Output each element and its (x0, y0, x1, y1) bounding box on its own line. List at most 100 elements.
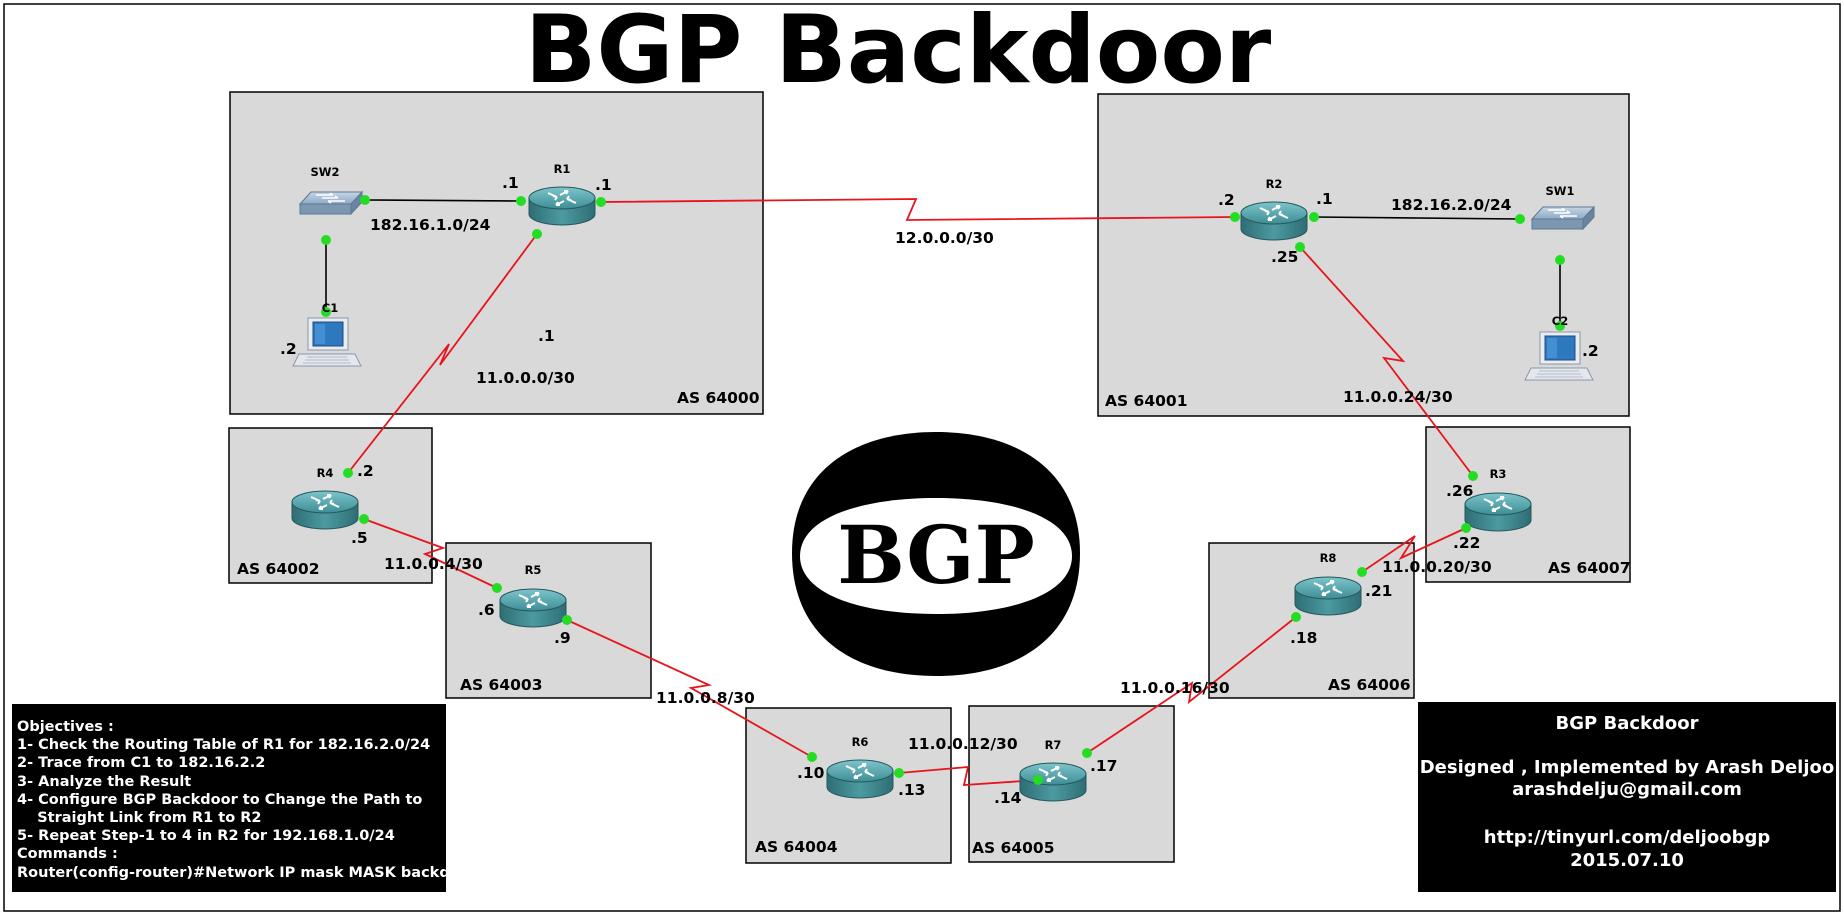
objective-item: 2- Trace from C1 to 182.16.2.2 (17, 755, 266, 772)
port (1033, 775, 1043, 785)
network-label: 11.0.0.8/30 (656, 689, 755, 707)
router-r6-icon[interactable] (826, 759, 894, 799)
port (894, 768, 904, 778)
network-label: 182.16.2.0/24 (1391, 196, 1512, 214)
info-date: 2015.07.10 (1570, 850, 1684, 871)
port (562, 615, 572, 625)
objectives-panel: Objectives : 1- Check the Routing Table … (12, 704, 477, 892)
info-title: BGP Backdoor (1555, 713, 1699, 734)
switch-sw1-icon[interactable] (1531, 206, 1595, 230)
interface-label: .10 (797, 764, 825, 782)
interface-label: .9 (554, 629, 571, 647)
interface-label: .5 (351, 529, 368, 547)
router-r3-icon[interactable] (1464, 492, 1532, 532)
link-r6-r7 (898, 765, 1039, 786)
port (1555, 255, 1565, 265)
as-label: AS 64001 (1105, 392, 1187, 410)
bgp-logo-text: BGP (837, 508, 1035, 602)
interface-label: .6 (478, 601, 495, 619)
router-r5-icon[interactable] (499, 588, 567, 628)
port (1515, 214, 1525, 224)
area-as64006 (1208, 542, 1415, 699)
link-r2-sw1 (1313, 216, 1521, 220)
router-r2-icon[interactable] (1240, 201, 1308, 241)
port (1555, 321, 1565, 331)
interface-label: .1 (502, 174, 519, 192)
objective-item: 4- Configure BGP Backdoor to Change the … (17, 791, 423, 808)
port (807, 752, 817, 762)
interface-label: .22 (1453, 534, 1480, 552)
info-url[interactable]: http://tinyurl.com/deljoobgp (1483, 827, 1771, 848)
info-email: arashdelju@gmail.com (1512, 779, 1742, 800)
link-r1-r2 (600, 198, 1236, 221)
interface-label: .2 (280, 340, 297, 358)
port (596, 197, 606, 207)
network-label: 11.0.0.16/30 (1120, 679, 1230, 697)
command-text: Router(config-router)#Network IP mask MA… (17, 864, 477, 881)
router-r4-icon[interactable] (291, 490, 359, 530)
network-label: 11.0.0.24/30 (1343, 388, 1453, 406)
interface-label: .2 (1218, 191, 1235, 209)
device-label: R3 (1490, 467, 1507, 481)
port (1468, 471, 1478, 481)
interface-label: .17 (1090, 757, 1117, 775)
interface-label: .1 (1316, 190, 1333, 208)
as-label: AS 64006 (1328, 676, 1410, 694)
as-label: AS 64002 (237, 560, 319, 578)
link-r8-r3 (1361, 527, 1467, 573)
link-r1-r4 (347, 233, 538, 474)
objectives-heading: Objectives : (17, 719, 114, 735)
network-label: 11.0.0.0/30 (476, 369, 575, 387)
device-label: SW2 (311, 165, 340, 179)
port (516, 196, 526, 206)
page-title: BGP Backdoor (525, 0, 1272, 105)
port (1291, 612, 1301, 622)
port (321, 307, 331, 317)
bgp-logo: BGP (792, 432, 1080, 676)
link-r4-r5 (363, 518, 498, 589)
router-r7-icon[interactable] (1019, 762, 1087, 802)
network-label: 12.0.0.0/30 (895, 229, 994, 247)
switch-sw2-icon[interactable] (299, 191, 363, 215)
interface-label: .14 (994, 789, 1022, 807)
port (1309, 212, 1319, 222)
link-r7-r8 (1086, 616, 1297, 754)
interface-label: .18 (1290, 629, 1317, 647)
port (1295, 242, 1305, 252)
interface-label: .26 (1446, 482, 1473, 500)
interface-label: .25 (1271, 248, 1298, 266)
port (1230, 212, 1240, 222)
objective-item: Straight Link from R1 to R2 (17, 810, 262, 827)
diagram-border (3, 3, 1841, 912)
device-label: C2 (1552, 314, 1568, 328)
as-label: AS 64007 (1548, 559, 1630, 577)
link-r5-r6 (566, 619, 813, 758)
router-r8-icon[interactable] (1294, 576, 1362, 616)
port (1461, 523, 1471, 533)
device-label: R6 (852, 735, 869, 749)
device-label: R7 (1045, 738, 1062, 752)
device-label: R8 (1320, 551, 1337, 565)
port (492, 583, 502, 593)
device-label: C1 (322, 301, 338, 315)
info-designer: Designed , Implemented by Arash Deljoo (1419, 757, 1835, 778)
interface-label: .2 (1582, 342, 1599, 360)
info-panel: BGP Backdoor Designed , Implemented by A… (1418, 702, 1836, 892)
port (532, 229, 542, 239)
as-label: AS 64000 (677, 389, 760, 407)
router-r1-icon[interactable] (528, 186, 596, 226)
port (1082, 748, 1092, 758)
port (360, 195, 370, 205)
interface-label: .13 (898, 781, 925, 799)
port (321, 235, 331, 245)
objective-item: 3- Analyze the Result (17, 773, 192, 790)
network-label: 11.0.0.12/30 (908, 735, 1018, 753)
device-label: R2 (1266, 177, 1283, 191)
as-label: AS 64003 (460, 676, 542, 694)
network-label: 11.0.0.4/30 (384, 555, 483, 573)
commands-heading: Commands : (17, 846, 118, 863)
objective-item: 5- Repeat Step-1 to 4 in R2 for 192.168.… (17, 828, 395, 845)
interface-label: .1 (595, 176, 612, 194)
